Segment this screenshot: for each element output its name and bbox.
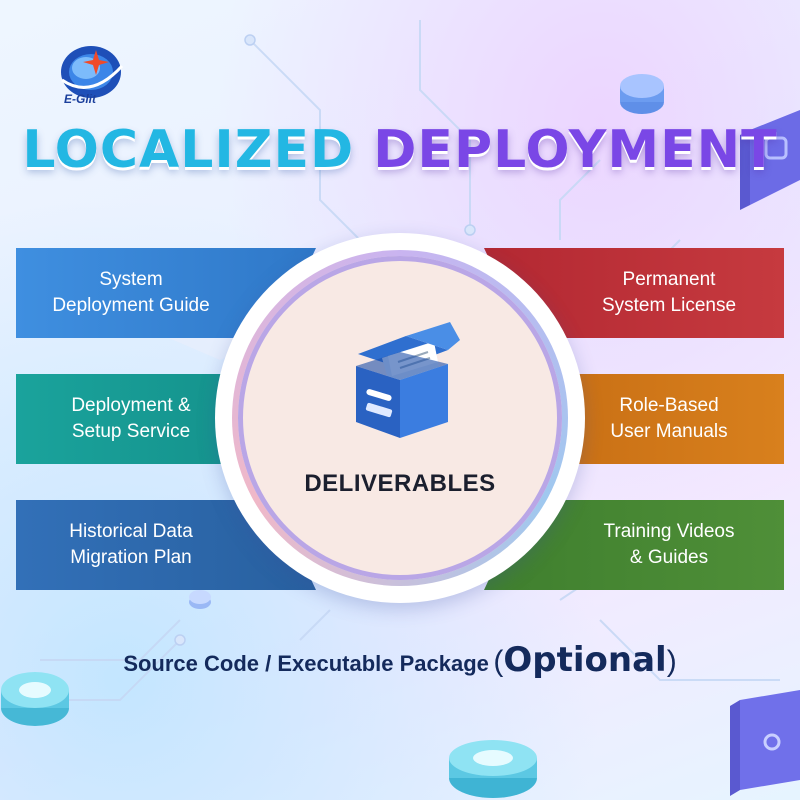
footer-paren-open: ( [493, 645, 504, 678]
disc-decoration [189, 590, 211, 609]
panel-label: Deployment & Setup Service [71, 395, 191, 442]
panel-label: Role-Based User Manuals [610, 395, 728, 442]
panel-label: Permanent System License [601, 269, 737, 316]
disc-decoration [449, 740, 537, 798]
logo-text: E-Glit [64, 92, 96, 106]
title-word-deployment: DEPLOYMENT [373, 120, 778, 180]
star-globe-logo-icon [61, 46, 124, 98]
page-title: LOCALIZED DEPLOYMENT [0, 120, 800, 180]
purple-cube-decoration [740, 110, 800, 210]
panel-label: Training Videos & Guides [603, 521, 735, 568]
disc-decoration [1, 672, 69, 726]
disc-decoration [620, 74, 664, 114]
center-label: DELIVERABLES [304, 470, 496, 497]
panel-label: System Deployment Guide [52, 269, 210, 316]
title-word-localized: LOCALIZED [22, 120, 355, 180]
footer-main-text: Source Code / Executable Package [123, 651, 489, 676]
footer-paren-close: ) [666, 645, 677, 678]
footer-optional: Optional [503, 640, 667, 680]
purple-cube-decoration [730, 690, 800, 796]
footer-note: Source Code / Executable Package (Option… [0, 640, 800, 680]
panel-label: Historical Data Migration Plan [69, 521, 193, 568]
archive-box-icon [356, 322, 460, 438]
